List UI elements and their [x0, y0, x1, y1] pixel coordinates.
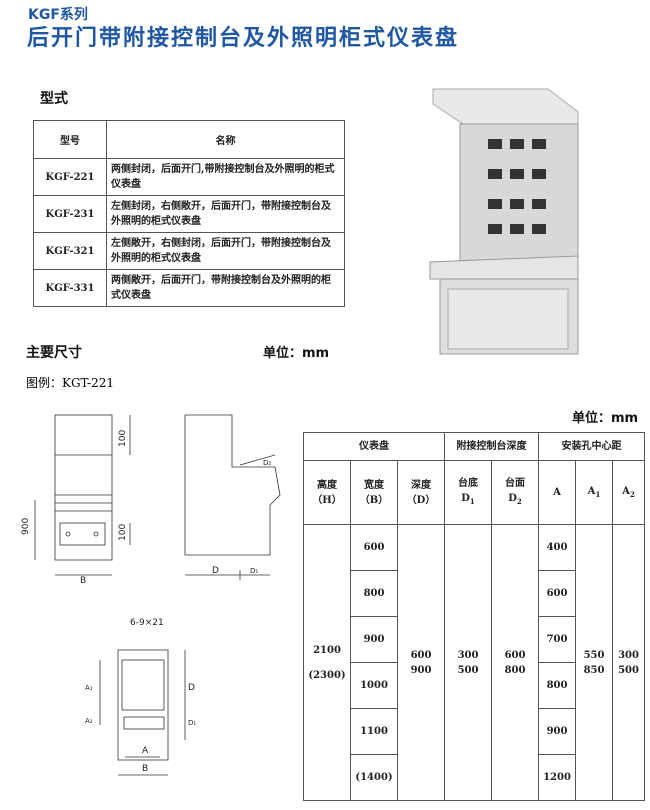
a-value: 700 [538, 616, 576, 663]
dim-a: A [142, 746, 149, 756]
dim-d: D [212, 566, 219, 576]
dim-b: B [142, 764, 148, 774]
dim-b: B [80, 576, 86, 586]
a-value: 800 [538, 662, 576, 709]
dim-holes: 6-9×21 [130, 618, 164, 628]
col-name: 名称 [106, 120, 345, 159]
name-cell: 两侧封闭，后面开门,带附接控制台及外照明的柜式仪表盘 [106, 158, 345, 196]
model-cell: KGF-331 [33, 269, 107, 307]
d2-value: 600 [504, 649, 526, 661]
d2-value: 800 [504, 664, 526, 676]
a1-value: 550 [583, 649, 605, 661]
page-title: 后开门带附接控制台及外照明柜式仪表盘 [27, 26, 460, 51]
width-value: 900 [350, 616, 398, 663]
name-cell: 左侧封闭，右侧敞开，后面开门，带附接控制台及外照明的柜式仪表盘 [106, 195, 345, 233]
a2-value: 500 [618, 664, 639, 676]
d1-label: 台底 [458, 478, 478, 489]
d2-sym: D [508, 493, 517, 504]
width-value: (1400) [350, 754, 398, 801]
dim-a1: A₁ [85, 684, 93, 692]
depth-value: 600 [410, 649, 432, 661]
width-value: 800 [350, 570, 398, 617]
d1-value: 300 [457, 649, 479, 661]
b-sym: （B） [359, 494, 389, 506]
a-value: 1200 [538, 754, 576, 801]
d1-sub: 1 [469, 497, 475, 506]
a1-sub: 1 [595, 489, 601, 499]
a2-value: 300 [618, 649, 639, 661]
a1-label: A [587, 485, 596, 497]
width-value: 1000 [350, 662, 398, 709]
group-panel: 仪表盘 [303, 432, 445, 461]
types-heading: 型式 [40, 91, 68, 107]
spec-table: 仪表盘 附接控制台深度 安装孔中心距 高度 （H） 宽度 （B） 深度 （D） 台底 D… [303, 432, 645, 801]
h-sym: （H） [312, 494, 342, 506]
name-cell: 两侧敞开，后面开门，带附接控制台及外照明的柜式仪表盘 [106, 269, 345, 307]
a2-sub: 2 [629, 489, 635, 499]
dimension-drawings: 900 100 100 B D D₁ D₂ 6-9×21 A₁ A₂ A B D… [21, 414, 281, 776]
plan-view: 6-9×21 A₁ A₂ A B D D₁ [85, 618, 196, 776]
a-value: 400 [538, 524, 576, 571]
dim-d: D [188, 683, 195, 693]
unit-label-2: 单位：mm [572, 411, 639, 426]
dim-900: 900 [21, 518, 31, 535]
model-cell: KGF-221 [33, 158, 107, 196]
model-cell: KGF-231 [33, 195, 107, 233]
cabinet-photo [429, 88, 579, 355]
unit-label: 单位：mm [263, 346, 330, 361]
d-sym: （D） [406, 494, 436, 506]
d2-label: 台面 [505, 478, 525, 489]
d2-sub: 2 [516, 497, 522, 506]
dim-100: 100 [118, 430, 128, 447]
dim-d2: D₂ [263, 459, 271, 467]
a1-value: 850 [583, 664, 605, 676]
d1-sym: D [461, 493, 470, 504]
height-value: 2100 [313, 644, 341, 656]
front-view: 900 100 100 B [21, 414, 131, 586]
a2-label: A [622, 485, 630, 497]
group-holes: 安装孔中心距 [538, 432, 645, 461]
height-value: (2300) [308, 669, 346, 681]
a-label: A [538, 460, 576, 525]
name-cell: 左侧敞开，右侧封闭，后面开门，带附接控制台及外照明的柜式仪表盘 [106, 232, 345, 270]
legend-label: 图例：KGT-221 [26, 376, 114, 390]
series-label: KGF系列 [28, 7, 88, 23]
width-value: 1100 [350, 708, 398, 755]
d1-value: 500 [457, 664, 479, 676]
a-value: 600 [538, 570, 576, 617]
d-label: 深度 [411, 479, 431, 491]
dim-d1: D₁ [188, 719, 196, 727]
dim-100: 100 [118, 524, 128, 541]
h-label: 高度 [317, 479, 337, 491]
model-cell: KGF-321 [33, 232, 107, 270]
depth-value: 900 [410, 664, 432, 676]
dimensions-heading: 主要尺寸 [26, 345, 82, 361]
side-view: D D₁ D₂ [184, 414, 281, 580]
group-console: 附接控制台深度 [444, 432, 539, 461]
dim-a2: A₂ [85, 717, 93, 725]
a-value: 900 [538, 708, 576, 755]
width-value: 600 [350, 524, 398, 571]
col-model: 型号 [33, 120, 107, 159]
b-label: 宽度 [364, 479, 384, 491]
dim-d1: D₁ [250, 567, 258, 575]
